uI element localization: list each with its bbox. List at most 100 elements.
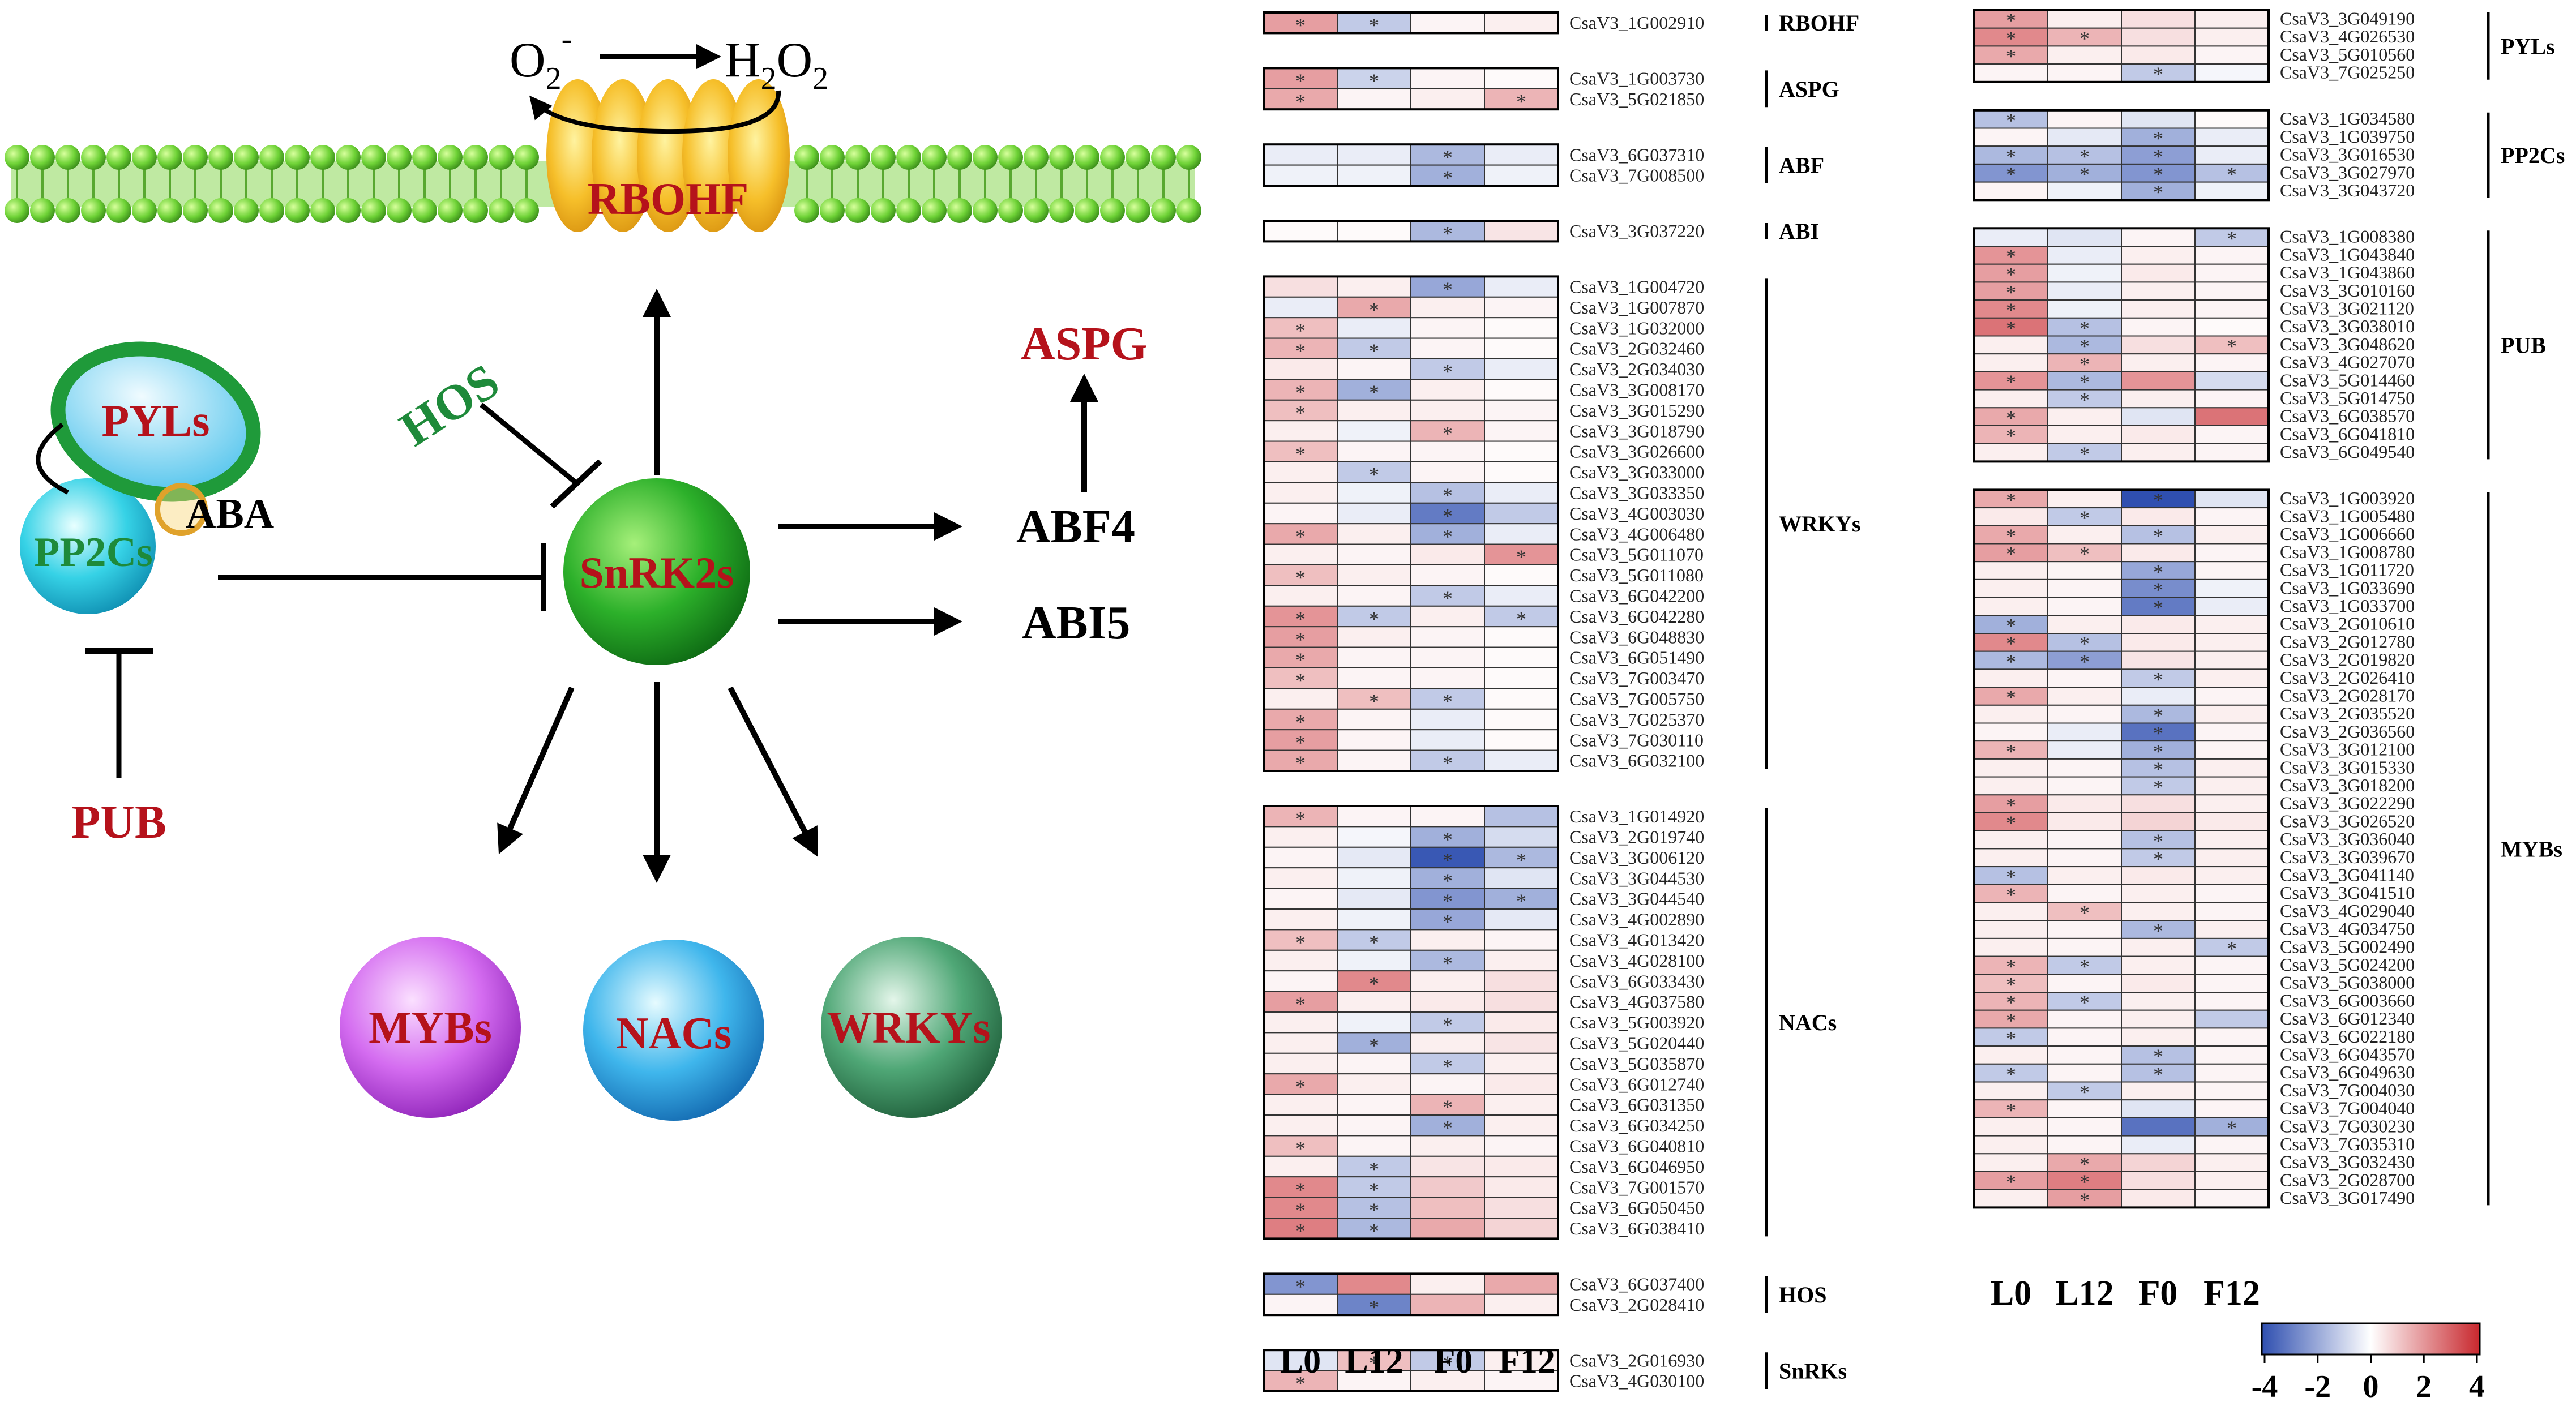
heatmap-cell: [1263, 826, 1338, 848]
heatmap-cell: [2047, 281, 2122, 301]
heatmap-cell: [1974, 45, 2048, 65]
heatmap-cell: [1337, 846, 1411, 869]
heatmap-cell: [1484, 646, 1559, 668]
heatmap-cell: [1974, 181, 2048, 201]
heatmap-cell: [1484, 908, 1559, 931]
heatmap-cell: [1974, 507, 2048, 526]
gene-id-label: CsaV3_4G013420: [1569, 930, 1704, 950]
significance-marker: *: [2153, 525, 2163, 547]
heatmap-cell: [2047, 127, 2122, 147]
gene-id-label: CsaV3_3G022290: [2280, 793, 2415, 813]
gene-id-label: CsaV3_7G004040: [2280, 1098, 2415, 1118]
heatmap-cell: [1337, 867, 1411, 889]
heatmap-cell: [2121, 163, 2196, 183]
heatmap-cell: [1337, 1135, 1411, 1157]
heatmap-cell: [1263, 867, 1338, 889]
heatmap-cell: [1484, 1349, 1559, 1371]
heatmap-cell: [2047, 1117, 2122, 1137]
gene-id-label: CsaV3_6G038410: [1569, 1218, 1704, 1238]
heatmap-cell: [2121, 353, 2196, 372]
heatmap-cell: [2047, 902, 2122, 921]
heatmap-cell: [1410, 379, 1485, 401]
heatmap-cell: [2047, 578, 2122, 598]
heatmap-cell: [2194, 668, 2269, 688]
heatmap-cell: [1484, 805, 1559, 828]
heatmap-cell: [2194, 407, 2269, 426]
significance-marker: *: [1443, 504, 1453, 527]
heatmap-cell: [2121, 866, 2196, 885]
heatmap-cell: [2047, 615, 2122, 635]
gene-id-label: CsaV3_1G043840: [2280, 244, 2415, 264]
heatmap-cell: [1484, 749, 1559, 771]
significance-marker: *: [1516, 90, 1526, 113]
group-frame: [1263, 220, 1559, 243]
significance-marker: *: [1443, 1014, 1453, 1036]
significance-marker: *: [2079, 632, 2090, 655]
heatmap-cell: [2194, 263, 2269, 283]
significance-marker: *: [1369, 14, 1379, 37]
heatmap-cell: [2121, 443, 2196, 462]
heatmap-cell: [1410, 1032, 1485, 1054]
heatmap-cell: [1337, 826, 1411, 848]
significance-marker: *: [1443, 146, 1453, 169]
pyls-label: PYLs: [101, 396, 209, 446]
heatmap-cell: [2047, 668, 2122, 688]
heatmap-cell: [2194, 848, 2269, 868]
heatmap-cell: [2194, 1099, 2269, 1118]
gene-id-label: CsaV3_1G004720: [1569, 277, 1704, 297]
heatmap-cell: [1337, 461, 1411, 483]
heatmap-cell: [2194, 45, 2269, 65]
gene-id-label: CsaV3_3G026600: [1569, 441, 1704, 462]
significance-marker: *: [1295, 649, 1306, 671]
heatmap-cell: [1263, 164, 1338, 187]
heatmap-cell: [1410, 564, 1485, 586]
heatmap-cell: [1484, 564, 1559, 586]
heatmap-cell: [1337, 1011, 1411, 1034]
pp2cs-label: PP2Cs: [34, 529, 153, 576]
heatmap-cell: [1484, 399, 1559, 422]
heatmap-cell: [1974, 902, 2048, 921]
heatmap-cell: [2121, 902, 2196, 921]
significance-marker: *: [1295, 90, 1306, 113]
gene-id-label: CsaV3_6G046950: [1569, 1156, 1704, 1177]
heatmap-cell: [1263, 67, 1338, 89]
heatmap-cell: [2194, 371, 2269, 391]
gene-id-label: CsaV3_1G007870: [1569, 297, 1704, 318]
pub-label: PUB: [71, 796, 166, 848]
heatmap-cell: [2047, 63, 2122, 83]
significance-marker: *: [1295, 381, 1306, 404]
group-frame: [1263, 67, 1559, 111]
heatmap-cell: [1410, 846, 1485, 869]
gene-id-label: CsaV3_7G003470: [1569, 668, 1704, 688]
significance-marker: *: [1443, 911, 1453, 933]
group-label: ABI: [1779, 218, 1819, 244]
heatmap-cell: [1337, 337, 1411, 359]
significance-marker: *: [2153, 181, 2163, 204]
heatmap-cell: [1484, 164, 1559, 187]
gene-group: **CsaV3_1G003920*CsaV3_1G005480**CsaV3_1…: [1973, 488, 2562, 1211]
gene-id-label: CsaV3_2G028170: [2280, 685, 2415, 705]
significance-marker: *: [2006, 955, 2016, 978]
column-label: F12: [1499, 1342, 1555, 1381]
gene-id-label: CsaV3_3G016530: [2280, 144, 2415, 165]
heatmap-cell: [1337, 276, 1411, 298]
heatmap-cell: [2194, 10, 2269, 29]
heatmap-cell: [1484, 667, 1559, 689]
heatmap-cell: [2047, 740, 2122, 760]
significance-marker: *: [1443, 422, 1453, 445]
significance-marker: *: [2006, 109, 2016, 132]
heatmap-cell: [2194, 937, 2269, 957]
heatmap-cell: [1974, 163, 2048, 183]
heatmap-cell: [2194, 561, 2269, 580]
significance-marker: *: [1443, 828, 1453, 851]
group-label: ASPG: [1779, 76, 1839, 102]
significance-marker: *: [2006, 317, 2016, 340]
heatmap-cell: [1337, 502, 1411, 525]
gene-id-label: CsaV3_5G024200: [2280, 954, 2415, 975]
significance-marker: *: [2153, 145, 2163, 168]
heatmap-cell: [1974, 937, 2048, 957]
heatmap-cell: [1410, 1176, 1485, 1198]
significance-marker: *: [2227, 227, 2237, 250]
